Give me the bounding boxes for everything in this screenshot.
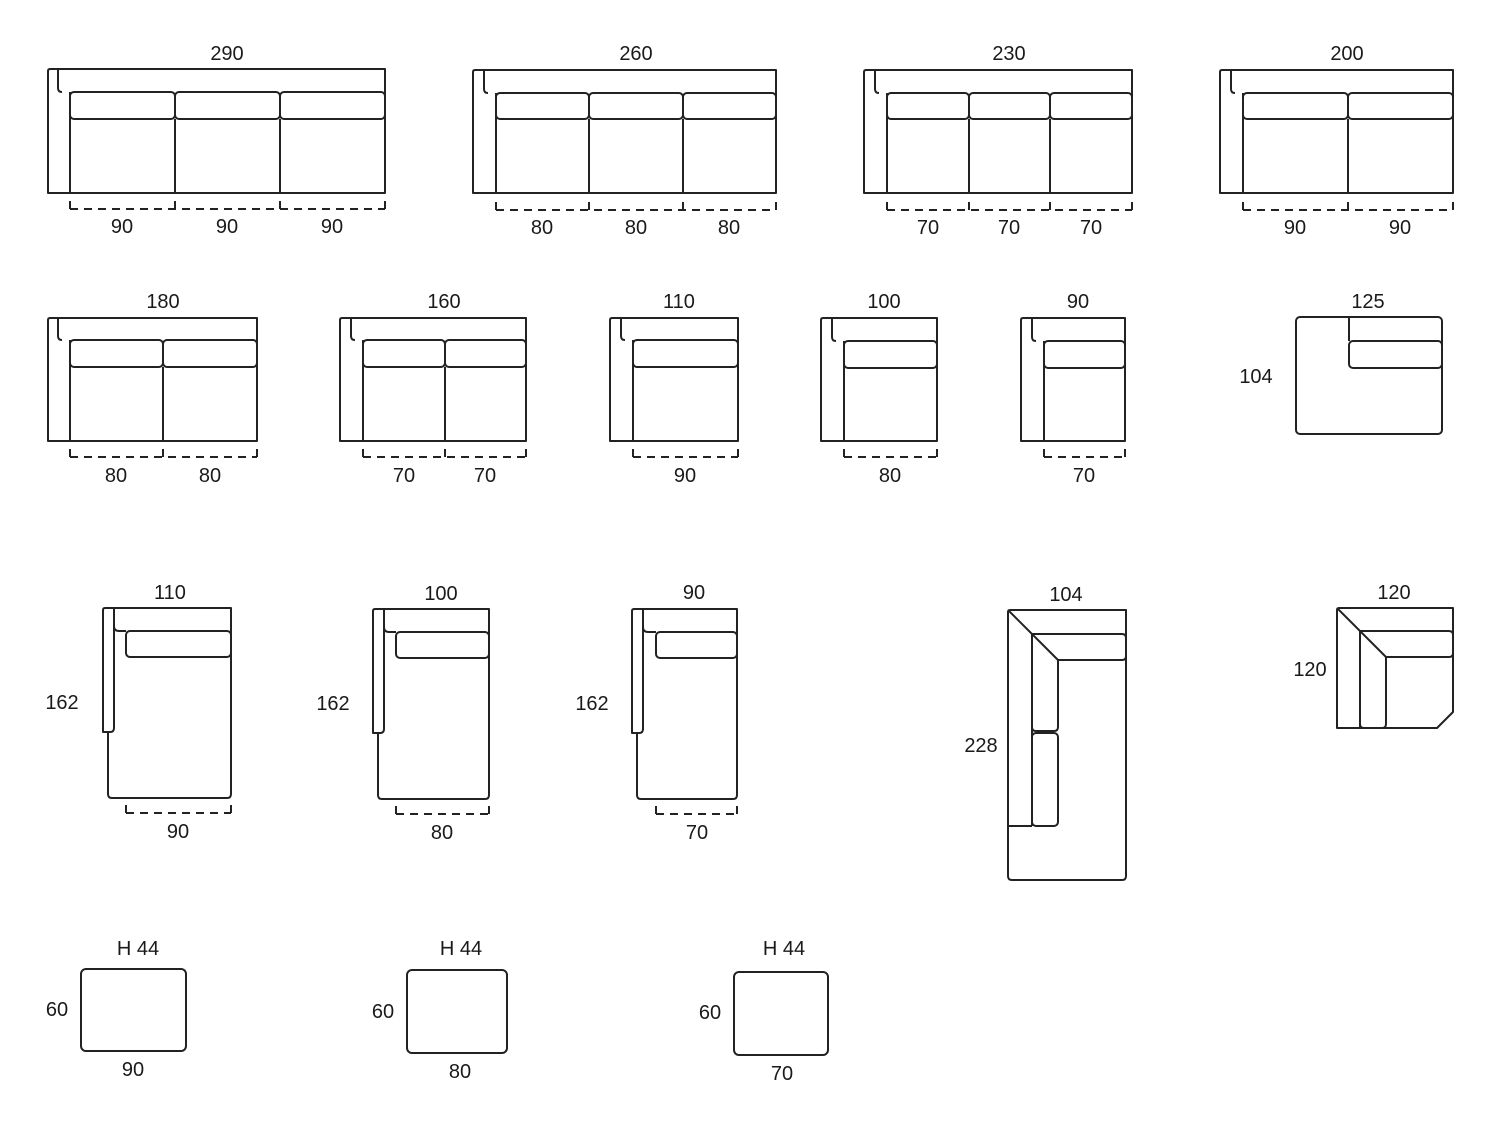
sofa-module-180: 180 80 80 xyxy=(47,291,258,487)
seat-width-label: 80 xyxy=(199,465,221,487)
sofa-module-160: 160 70 70 xyxy=(339,291,527,487)
seat-width-label: 90 xyxy=(1389,217,1411,239)
seat-width-label: 70 xyxy=(686,822,708,844)
seat-width-label: 90 xyxy=(216,216,238,238)
corner-module-120: 120 120 xyxy=(1293,582,1454,729)
sofa-module-260: 260 80 80 80 xyxy=(472,43,777,239)
width-label: 110 xyxy=(663,291,695,313)
chaise-module-100: 100 162 80 xyxy=(316,583,490,844)
pouf-module-80: H 44 60 80 xyxy=(372,938,508,1083)
height-label: H 44 xyxy=(117,938,159,960)
width-label: 160 xyxy=(427,291,460,313)
seat-width-label: 90 xyxy=(167,821,189,843)
seat-width-label: 80 xyxy=(718,217,740,239)
depth-label: 162 xyxy=(575,693,608,715)
width-label: 120 xyxy=(1377,582,1410,604)
seat-width-label: 90 xyxy=(321,216,343,238)
seat-width-label: 80 xyxy=(431,822,453,844)
seat-width-label: 80 xyxy=(531,217,553,239)
pouf-module-90: H 44 60 90 xyxy=(46,938,187,1081)
width-label: 200 xyxy=(1330,43,1363,65)
width-label: 100 xyxy=(424,583,457,605)
depth-label: 228 xyxy=(964,735,997,757)
width-label: 100 xyxy=(867,291,900,313)
depth-label: 162 xyxy=(45,692,78,714)
width-label: 90 xyxy=(683,582,705,604)
seat-width-label: 70 xyxy=(998,217,1020,239)
depth-label: 60 xyxy=(372,1001,394,1023)
seat-width-label: 70 xyxy=(393,465,415,487)
width-label: 230 xyxy=(992,43,1025,65)
width-label: 260 xyxy=(619,43,652,65)
height-label: H 44 xyxy=(763,938,805,960)
seat-width-label: 80 xyxy=(625,217,647,239)
seat-width-label: 70 xyxy=(1073,465,1095,487)
sofa-module-90: 90 70 xyxy=(1020,291,1126,487)
seat-width-label: 80 xyxy=(879,465,901,487)
width-label: 110 xyxy=(154,582,186,604)
seat-width-label: 70 xyxy=(474,465,496,487)
end-module-125: 125 104 xyxy=(1239,291,1443,435)
sofa-module-110: 110 90 xyxy=(609,291,739,487)
seat-width-label: 90 xyxy=(1284,217,1306,239)
seat-width-label: 80 xyxy=(105,465,127,487)
width-label: 80 xyxy=(449,1061,471,1083)
height-label: H 44 xyxy=(440,938,482,960)
width-label: 180 xyxy=(146,291,179,313)
depth-label: 60 xyxy=(46,999,68,1021)
chaise-module-110: 110 162 90 xyxy=(45,582,232,843)
sofa-module-100: 100 80 xyxy=(820,291,938,487)
width-label: 125 xyxy=(1351,291,1384,313)
width-label: 104 xyxy=(1049,584,1082,606)
sofa-module-200: 200 90 90 xyxy=(1219,43,1454,239)
sofa-module-230: 230 70 70 70 xyxy=(863,43,1133,239)
width-label: 290 xyxy=(210,43,243,65)
depth-label: 104 xyxy=(1239,366,1272,388)
corner-module-104: 104 228 xyxy=(964,584,1127,881)
seat-width-label: 70 xyxy=(917,217,939,239)
chaise-module-90: 90 162 70 xyxy=(575,582,738,844)
width-label: 70 xyxy=(771,1063,793,1085)
seat-width-label: 90 xyxy=(111,216,133,238)
sofa-module-290: 290 90 90 90 xyxy=(47,43,386,238)
depth-label: 162 xyxy=(316,693,349,715)
width-label: 90 xyxy=(122,1059,144,1081)
seat-width-label: 70 xyxy=(1080,217,1102,239)
pouf-module-70: H 44 60 70 xyxy=(699,938,829,1085)
seat-width-label: 90 xyxy=(674,465,696,487)
depth-label: 60 xyxy=(699,1002,721,1024)
width-label: 90 xyxy=(1067,291,1089,313)
depth-label: 120 xyxy=(1293,659,1326,681)
